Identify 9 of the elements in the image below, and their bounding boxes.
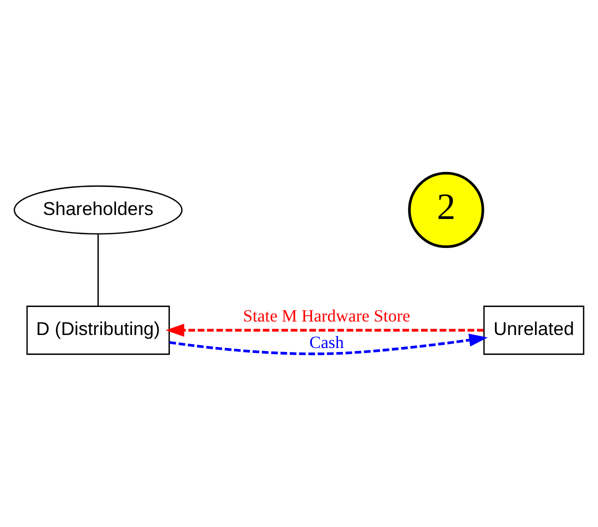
edge-label: Cash	[309, 332, 344, 352]
edge-label: State M Hardware Store	[242, 306, 410, 325]
node-box: D (Distributing)	[26, 305, 170, 354]
arrow	[169, 333, 488, 355]
node-circle: 2	[408, 171, 484, 248]
node-box: Unrelated	[483, 305, 584, 354]
connector	[97, 233, 99, 306]
arrow	[166, 323, 484, 336]
node-ellipse: Shareholders	[14, 184, 183, 234]
